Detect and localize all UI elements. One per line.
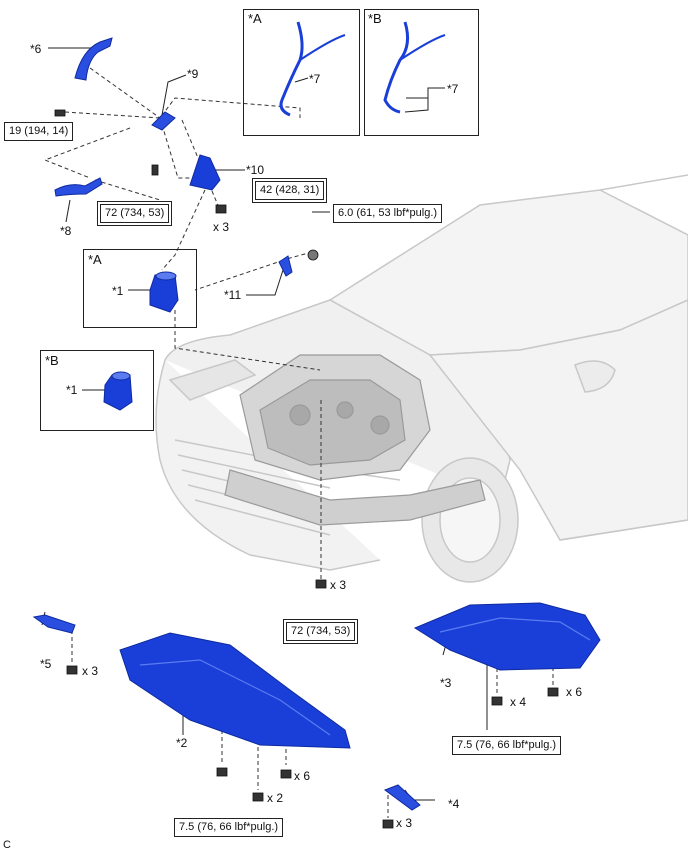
quantity-5: x 3 xyxy=(82,664,99,678)
panel-label-b-left: *B xyxy=(45,353,59,368)
quantity-72: x 3 xyxy=(330,578,347,592)
quantity-4: x 3 xyxy=(396,816,413,830)
bolt-icons xyxy=(54,109,559,829)
engine-illustration xyxy=(224,354,486,526)
undercover-part-2 xyxy=(119,632,351,749)
inset-panel-a-top xyxy=(243,9,360,136)
inset-panel-b-top xyxy=(364,9,479,136)
panel-label-a-top: *A xyxy=(248,11,262,26)
bracket-part-5 xyxy=(32,614,76,634)
torque-spec-7-5-right: 7.5 (76, 66 lbf*pulg.) xyxy=(452,736,562,755)
torque-spec-6: 6.0 (61, 53 lbf*pulg.) xyxy=(333,204,443,223)
callout-5: *5 xyxy=(40,657,52,671)
quantity-3-x6: x 6 xyxy=(566,685,583,699)
panel-label-a-left: *A xyxy=(88,252,102,267)
torque-spec-72-bottom: 72 (734, 53) xyxy=(282,619,359,644)
parts-blue xyxy=(32,21,601,811)
inset-panel-a-left xyxy=(83,249,197,328)
mount-part-1a xyxy=(149,274,179,313)
bracket-part-4 xyxy=(383,784,421,811)
callout-6: *6 xyxy=(30,42,42,56)
callout-4: *4 xyxy=(448,797,460,811)
torque-spec-7-5-left: 7.5 (76, 66 lbf*pulg.) xyxy=(174,818,284,837)
quantity-2-x2: x 2 xyxy=(267,791,284,805)
leader-lines-dashed xyxy=(43,67,554,818)
bracket-part-9 xyxy=(151,111,176,131)
quantity-2-x6: x 6 xyxy=(294,769,311,783)
torque-spec-42: 42 (428, 31) xyxy=(251,178,328,203)
callout-7b: *7 xyxy=(447,82,459,96)
callout-1b: *1 xyxy=(66,383,78,397)
torque-spec-72-top: 72 (734, 53) xyxy=(96,201,173,226)
inset-panel-b-left xyxy=(40,350,154,431)
hose-part-8 xyxy=(54,177,103,197)
callout-7a: *7 xyxy=(309,72,321,86)
hose-part-7b xyxy=(383,21,410,114)
clamp-part-11 xyxy=(278,255,293,277)
torque-spec-19: 19 (194, 14) xyxy=(4,122,74,141)
quantity-42: x 3 xyxy=(213,220,230,234)
undercover-part-3 xyxy=(413,602,601,671)
vehicle-illustration xyxy=(155,174,688,583)
hose-part-6 xyxy=(74,37,113,81)
callout-10: *10 xyxy=(246,163,265,177)
callout-11: *11 xyxy=(224,288,242,302)
hose-part-7a xyxy=(279,21,304,117)
callout-9: *9 xyxy=(187,67,199,81)
callout-2: *2 xyxy=(176,736,188,750)
panel-label-b-top: *B xyxy=(368,11,382,26)
callout-3: *3 xyxy=(440,676,452,690)
quantity-3-x4: x 4 xyxy=(510,695,527,709)
callout-8: *8 xyxy=(60,224,72,238)
callout-1a: *1 xyxy=(112,284,124,298)
bracket-part-10 xyxy=(189,154,221,191)
illustration-code: C xyxy=(3,839,11,851)
